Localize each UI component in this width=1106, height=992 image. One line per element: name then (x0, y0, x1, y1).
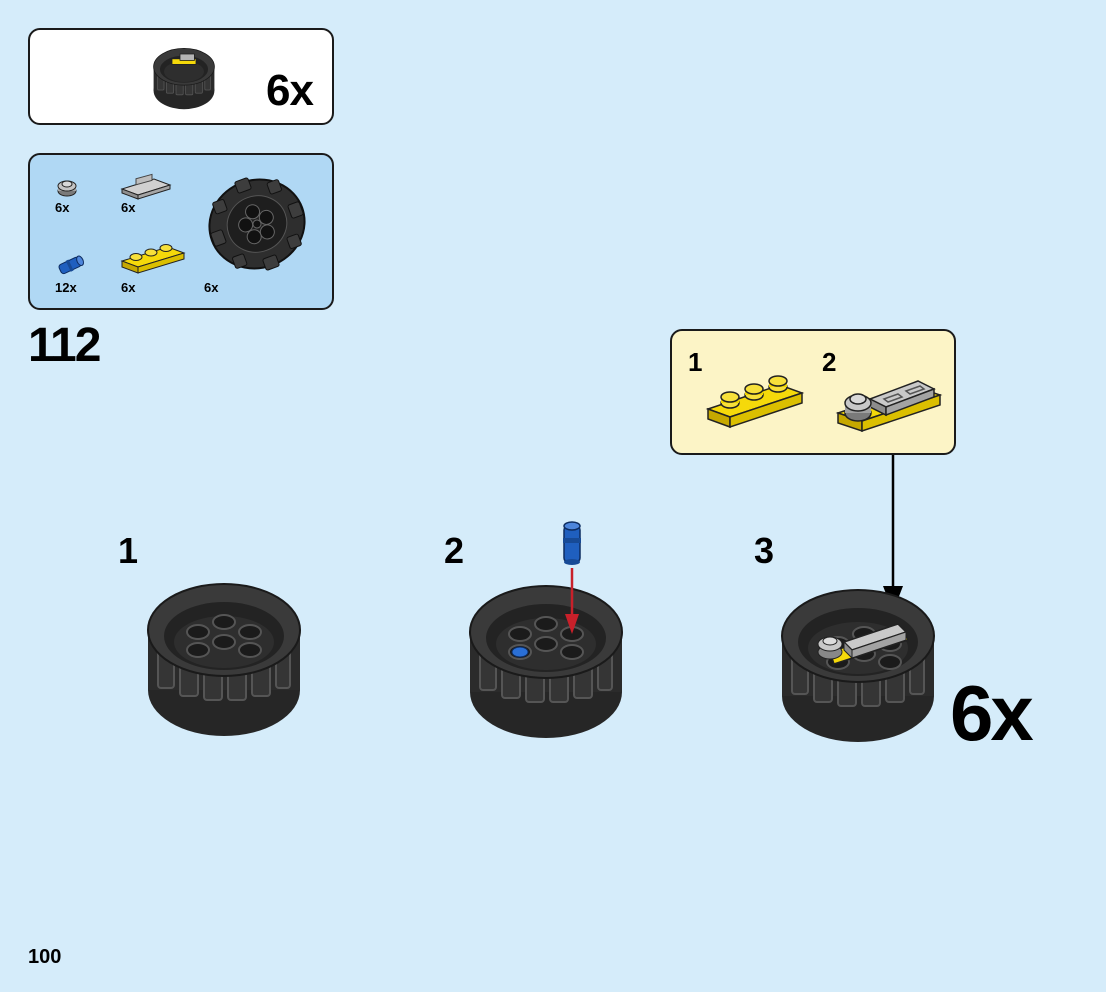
tire-step-3-icon (782, 588, 934, 738)
page-number: 100 (28, 946, 61, 969)
build-multiplier: 6x (950, 668, 1031, 759)
